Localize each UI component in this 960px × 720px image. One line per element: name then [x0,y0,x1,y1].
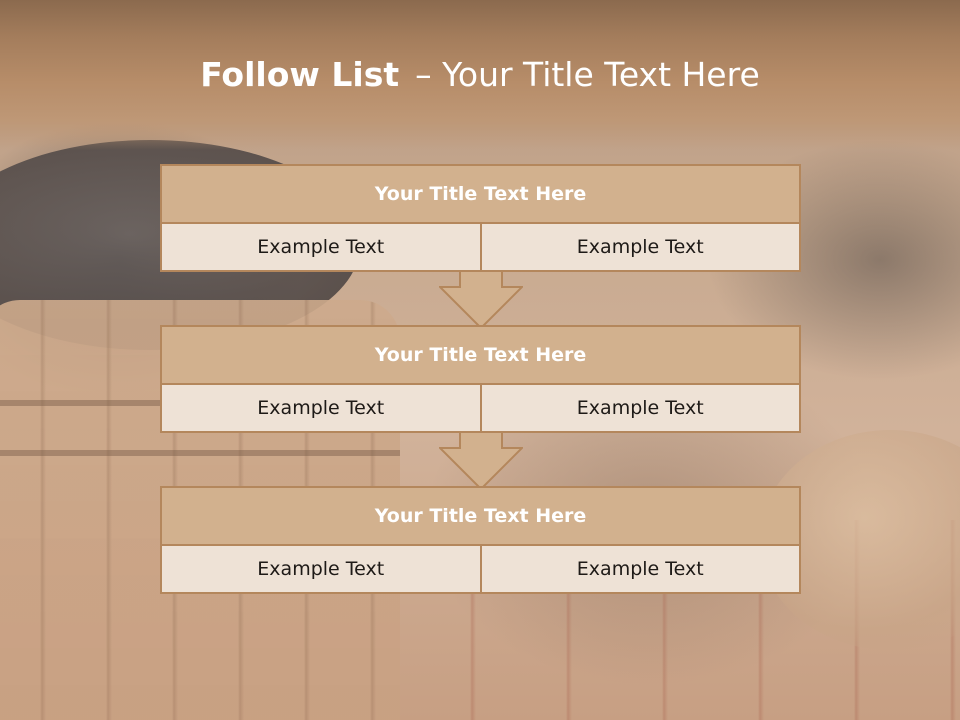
flow-box-title: Your Title Text Here [162,327,799,385]
slide-title-rest: – Your Title Text Here [415,55,760,94]
flow-box-row: Example Text Example Text [162,546,799,592]
flow-box-left-text: Example Text [162,385,480,431]
flow-box-2: Your Title Text Here Example Text Exampl… [160,325,801,433]
flow-box-right-text: Example Text [479,224,799,270]
flow-box-row: Example Text Example Text [162,385,799,431]
flow-box-left-text: Example Text [162,546,480,592]
header-band [0,0,960,150]
flow-box-title: Your Title Text Here [162,488,799,546]
slide-title: Follow List – Your Title Text Here [0,52,960,98]
flow-box-right-text: Example Text [479,546,799,592]
flow-box-left-text: Example Text [162,224,480,270]
flow-box-title: Your Title Text Here [162,166,799,224]
flow-box-3: Your Title Text Here Example Text Exampl… [160,486,801,594]
down-arrow-icon [439,271,523,329]
flow-box-row: Example Text Example Text [162,224,799,270]
flow-box-right-text: Example Text [479,385,799,431]
down-arrow-icon [439,432,523,490]
background-barrel-band [0,450,400,456]
flow-box-1: Your Title Text Here Example Text Exampl… [160,164,801,272]
slide-title-bold: Follow List [200,55,400,94]
